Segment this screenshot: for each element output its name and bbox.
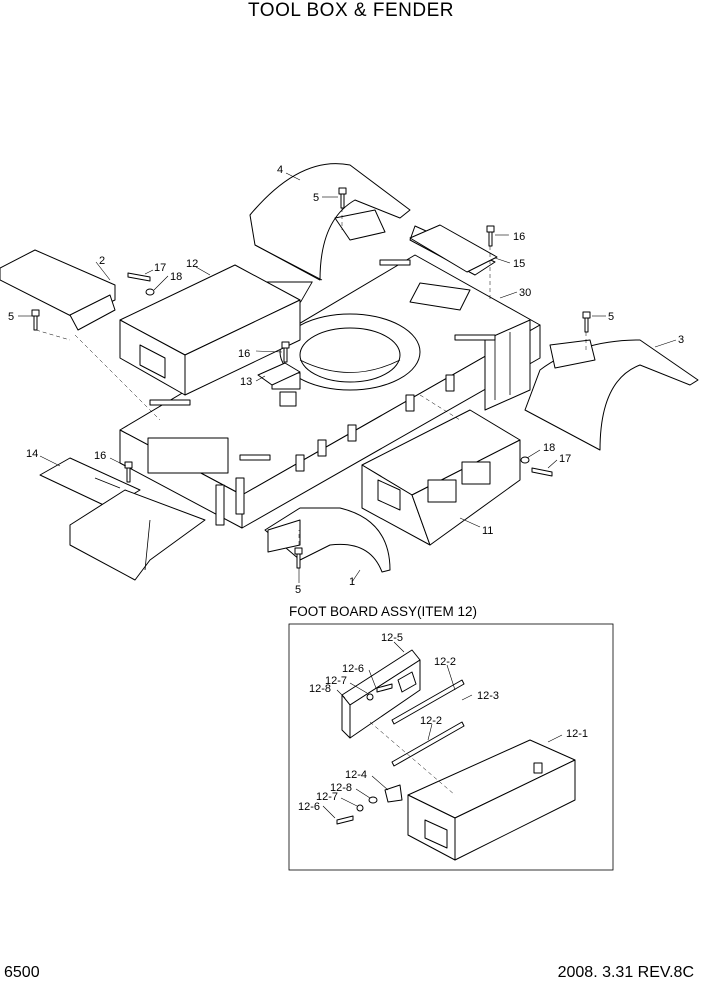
bolts (31, 187, 591, 569)
plate-13 (257, 362, 301, 386)
fender-1 (264, 507, 391, 573)
page-title: TOOL BOX & FENDER (248, 0, 454, 21)
callout-3: 3 (678, 334, 684, 346)
callout-5-fender2: 5 (8, 311, 14, 323)
callout-12-5: 12-5 (381, 632, 403, 644)
callout-12-1: 12-1 (566, 728, 588, 740)
fender-2 (0, 249, 116, 331)
callout-12-8-upper: 12-8 (309, 683, 331, 695)
callout-18-left: 18 (170, 271, 182, 283)
fender-3 (524, 339, 699, 451)
callout-12-2-upper: 12-2 (434, 656, 456, 668)
callout-12-2-lower: 12-2 (420, 715, 442, 727)
subassembly-frame (288, 623, 614, 871)
callout-17-right: 17 (559, 453, 571, 465)
callout-11: 11 (482, 525, 493, 537)
callout-16-center: 16 (238, 348, 250, 360)
callout-1: 1 (349, 576, 355, 588)
page-number: 6500 (4, 964, 40, 981)
toolbox-11 (361, 409, 521, 546)
main-callouts: 4 5 2 17 18 12 16 15 30 5 5 3 16 13 14 1… (8, 164, 684, 596)
callout-12: 12 (186, 258, 198, 270)
callout-15: 15 (513, 258, 525, 270)
callout-14: 14 (26, 448, 38, 460)
step-14 (39, 457, 206, 581)
callout-12-6-upper: 12-6 (342, 663, 364, 675)
callout-5-fender1: 5 (295, 584, 301, 596)
subassembly-title: FOOT BOARD ASSY(ITEM 12) (289, 604, 478, 619)
callout-12-7-lower: 12-7 (316, 791, 338, 803)
footboard-leaders (322, 641, 563, 819)
callout-30: 30 (519, 287, 531, 299)
callout-4: 4 (277, 164, 283, 176)
callout-2: 2 (99, 255, 105, 267)
callout-13: 13 (240, 376, 252, 388)
callout-16-top: 16 (513, 231, 525, 243)
callout-12-4: 12-4 (345, 769, 367, 781)
callout-12-8-lower: 12-8 (330, 782, 352, 794)
callout-16-left: 16 (94, 450, 106, 462)
callout-12-7-upper: 12-7 (325, 675, 347, 687)
footboard-callouts: 12-5 12-6 12-7 12-8 12-2 12-3 12-2 12-1 … (298, 632, 588, 813)
footboard-parts (336, 649, 576, 861)
callout-12-3: 12-3 (477, 690, 499, 702)
callout-18-right: 18 (543, 442, 555, 454)
callout-5-fender3: 5 (608, 311, 614, 323)
revision-date: 2008. 3.31 REV.8C (557, 964, 694, 981)
callout-17-left: 17 (154, 262, 166, 274)
callout-5-fender4: 5 (313, 192, 319, 204)
callout-12-6-lower: 12-6 (298, 801, 320, 813)
lower-frame (119, 225, 541, 529)
toolbox-12 (119, 264, 301, 396)
plate-15 (409, 224, 498, 273)
leader-lines (18, 172, 677, 583)
fender-4 (249, 163, 411, 281)
